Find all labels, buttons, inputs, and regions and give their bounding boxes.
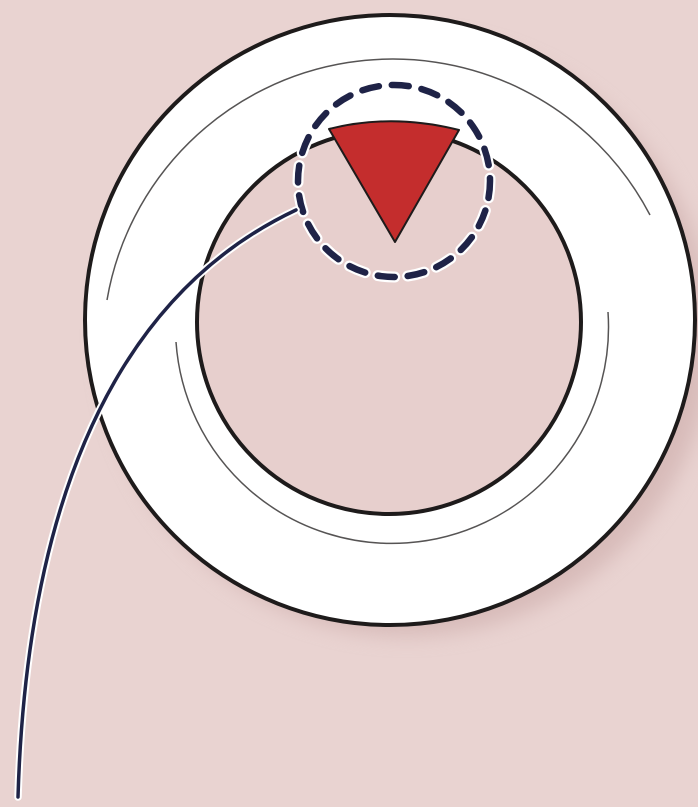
donut-ring — [83, 13, 697, 627]
dashed-circle-highlight — [292, 79, 496, 283]
triangle-marker-icon — [328, 120, 460, 243]
callout-line — [14, 206, 300, 801]
ring-inner-groove — [175, 311, 610, 545]
ring-outer-groove — [106, 58, 651, 301]
